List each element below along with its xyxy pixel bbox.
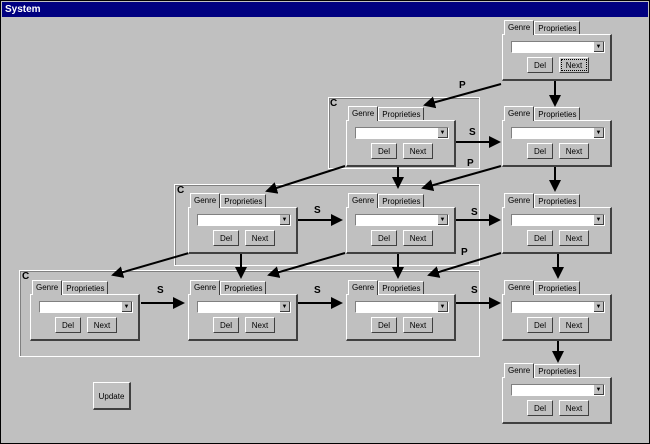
value-combobox[interactable]: ▼ <box>197 214 291 226</box>
del-button[interactable]: Del <box>213 317 239 333</box>
tab-genre[interactable]: Genre <box>32 280 63 295</box>
value-combobox[interactable]: ▼ <box>197 301 291 313</box>
tab-genre[interactable]: Genre <box>348 106 379 121</box>
value-combobox[interactable]: ▼ <box>511 384 605 396</box>
c-label-3: C <box>22 271 30 282</box>
tab-genre[interactable]: Genre <box>348 193 379 208</box>
dropdown-arrow-icon[interactable]: ▼ <box>280 302 290 312</box>
c-label-2: C <box>177 185 185 196</box>
tab-genre[interactable]: Genre <box>504 106 535 121</box>
tab-proprieties[interactable]: Proprieties <box>220 194 267 207</box>
value-combobox[interactable]: ▼ <box>511 214 605 226</box>
label-s-1: S <box>469 127 476 138</box>
del-button[interactable]: Del <box>527 230 553 246</box>
tab-genre[interactable]: Genre <box>504 363 535 378</box>
label-s-2: S <box>314 205 321 216</box>
tab-proprieties[interactable]: Proprieties <box>534 281 581 294</box>
label-p-3: P <box>461 247 468 258</box>
dropdown-arrow-icon[interactable]: ▼ <box>122 302 132 312</box>
dropdown-arrow-icon[interactable]: ▼ <box>438 215 448 225</box>
value-combobox[interactable]: ▼ <box>355 301 449 313</box>
tab-proprieties[interactable]: Proprieties <box>378 194 425 207</box>
dropdown-arrow-icon[interactable]: ▼ <box>594 385 604 395</box>
next-button[interactable]: Next <box>87 317 117 333</box>
label-s-5: S <box>314 285 321 296</box>
label-p-2: P <box>467 158 474 169</box>
label-p-1: P <box>459 80 466 91</box>
label-s-3: S <box>471 207 478 218</box>
dropdown-arrow-icon[interactable]: ▼ <box>594 128 604 138</box>
c-label-1: C <box>330 98 338 109</box>
dropdown-arrow-icon[interactable]: ▼ <box>594 42 604 52</box>
tab-proprieties[interactable]: Proprieties <box>534 21 581 34</box>
dropdown-arrow-icon[interactable]: ▼ <box>594 302 604 312</box>
tab-proprieties[interactable]: Proprieties <box>378 107 425 120</box>
next-button[interactable]: Next <box>403 143 433 159</box>
window-title: System <box>2 2 648 17</box>
next-button[interactable]: Next <box>559 143 589 159</box>
tab-proprieties[interactable]: Proprieties <box>534 194 581 207</box>
c-group-3 <box>19 270 480 357</box>
tab-genre[interactable]: Genre <box>504 20 535 35</box>
next-button[interactable]: Next <box>559 317 589 333</box>
tab-genre[interactable]: Genre <box>190 193 221 208</box>
tab-genre[interactable]: Genre <box>190 280 221 295</box>
next-button[interactable]: Next <box>559 400 589 416</box>
del-button[interactable]: Del <box>527 57 553 73</box>
tab-proprieties[interactable]: Proprieties <box>220 281 267 294</box>
dropdown-arrow-icon[interactable]: ▼ <box>594 215 604 225</box>
tab-genre[interactable]: Genre <box>348 280 379 295</box>
del-button[interactable]: Del <box>527 143 553 159</box>
value-combobox[interactable]: ▼ <box>39 301 133 313</box>
tab-genre[interactable]: Genre <box>504 280 535 295</box>
del-button[interactable]: Del <box>55 317 81 333</box>
tab-genre[interactable]: Genre <box>504 193 535 208</box>
next-button[interactable]: Next <box>559 57 589 73</box>
tab-proprieties[interactable]: Proprieties <box>378 281 425 294</box>
label-s-6: S <box>471 285 478 296</box>
value-combobox[interactable]: ▼ <box>511 301 605 313</box>
del-button[interactable]: Del <box>371 317 397 333</box>
dropdown-arrow-icon[interactable]: ▼ <box>438 128 448 138</box>
c-group-1 <box>328 97 480 169</box>
del-button[interactable]: Del <box>527 400 553 416</box>
tab-proprieties[interactable]: Proprieties <box>62 281 109 294</box>
update-button[interactable]: Update <box>93 382 131 410</box>
tab-proprieties[interactable]: Proprieties <box>534 364 581 377</box>
value-combobox[interactable]: ▼ <box>355 214 449 226</box>
value-combobox[interactable]: ▼ <box>355 127 449 139</box>
next-button[interactable]: Next <box>403 317 433 333</box>
dropdown-arrow-icon[interactable]: ▼ <box>438 302 448 312</box>
tab-proprieties[interactable]: Proprieties <box>534 107 581 120</box>
next-button[interactable]: Next <box>403 230 433 246</box>
next-button[interactable]: Next <box>245 230 275 246</box>
next-button[interactable]: Next <box>245 317 275 333</box>
dropdown-arrow-icon[interactable]: ▼ <box>280 215 290 225</box>
next-button[interactable]: Next <box>559 230 589 246</box>
value-combobox[interactable]: ▼ <box>511 127 605 139</box>
value-combobox[interactable]: ▼ <box>511 41 605 53</box>
del-button[interactable]: Del <box>213 230 239 246</box>
del-button[interactable]: Del <box>371 143 397 159</box>
del-button[interactable]: Del <box>371 230 397 246</box>
label-s-4: S <box>157 285 164 296</box>
del-button[interactable]: Del <box>527 317 553 333</box>
